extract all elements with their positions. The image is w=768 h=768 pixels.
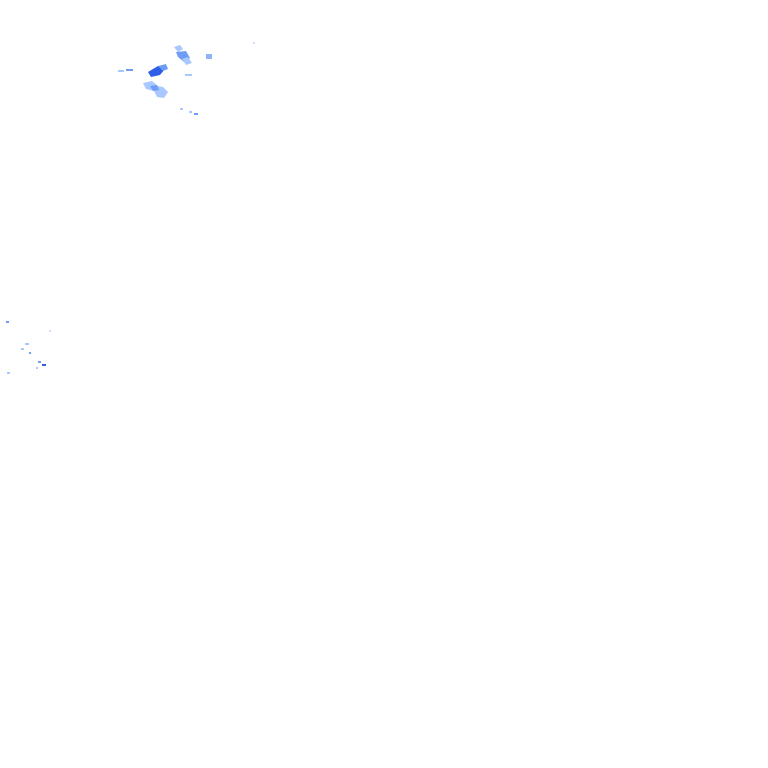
precip-cell: [6, 321, 9, 323]
precip-cell: [150, 85, 159, 91]
precipitation-cluster-north: [118, 42, 255, 115]
precip-cell: [118, 70, 124, 72]
precipitation-cluster-west: [6, 321, 51, 374]
precip-cell: [29, 352, 31, 354]
precip-cell: [49, 330, 51, 332]
precip-cell: [42, 364, 46, 366]
precip-cell: [189, 111, 192, 113]
precip-cell: [158, 64, 168, 71]
precip-cell: [194, 113, 198, 115]
precip-cell: [253, 42, 255, 44]
precip-cell: [38, 361, 41, 363]
precip-cell: [7, 372, 10, 374]
precip-cell: [25, 343, 29, 345]
precip-cell: [36, 367, 38, 369]
precip-cell: [182, 57, 192, 65]
precip-cell: [21, 348, 24, 350]
precip-cell: [174, 45, 183, 52]
precip-cell: [206, 54, 212, 59]
precip-cell: [126, 69, 133, 71]
precip-cell: [185, 74, 192, 76]
precip-cell: [180, 108, 183, 110]
